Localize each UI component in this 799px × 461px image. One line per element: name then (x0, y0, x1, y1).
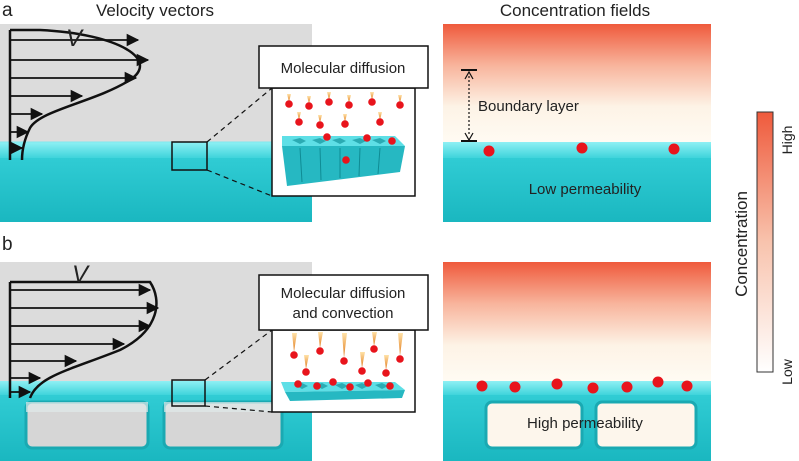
panel-b-letter: b (2, 234, 13, 255)
boundary-layer-marker (461, 69, 477, 142)
panel-b-surface-molecules (476, 376, 693, 394)
panel-a-callout-text: Molecular diffusion (281, 60, 406, 77)
panel-a-letter: a (2, 0, 13, 21)
panel-b-velocity-profile: V (8, 261, 160, 399)
panel-a-concentration-gradient (443, 24, 711, 142)
panel-a-inset (271, 87, 416, 197)
panel-a-velocity-profile: V (8, 25, 150, 161)
panel-b-membrane (0, 381, 312, 461)
low-permeability-label: Low permeability (529, 181, 642, 198)
panel-b-v-symbol: V (72, 261, 90, 288)
panel-a-diffusing-molecules (285, 92, 404, 164)
panel-b-zoom-box (171, 379, 206, 407)
high-permeability-label: High permeability (527, 415, 643, 432)
panel-a-callout-box (258, 45, 429, 89)
panel-b-convecting-molecules (290, 332, 404, 391)
panel-b-concentration-membrane (443, 381, 711, 461)
colorbar-low-label: Low (779, 358, 795, 385)
panel-a-v-symbol: V (66, 25, 84, 52)
concentration-fields-title: Concentration fields (500, 1, 650, 20)
panel-a-concentration-membrane (443, 142, 711, 222)
colorbar-high-label: High (779, 126, 795, 155)
concentration-colorbar (756, 111, 774, 373)
panel-b-callout-line-1: Molecular diffusion (281, 285, 406, 302)
panel-b-inset (271, 329, 416, 413)
panel-a-membrane (0, 141, 312, 222)
boundary-layer-label: Boundary layer (478, 98, 579, 115)
velocity-vectors-title: Velocity vectors (96, 1, 214, 20)
panel-b-callout-box (258, 274, 429, 331)
panel-a-surface-molecules (483, 142, 680, 157)
panel-b-callout-line-2: and convection (293, 305, 394, 322)
panel-a-zoom-box (171, 141, 208, 171)
colorbar-title: Concentration (732, 191, 751, 297)
panel-b-concentration-gradient (443, 262, 711, 381)
